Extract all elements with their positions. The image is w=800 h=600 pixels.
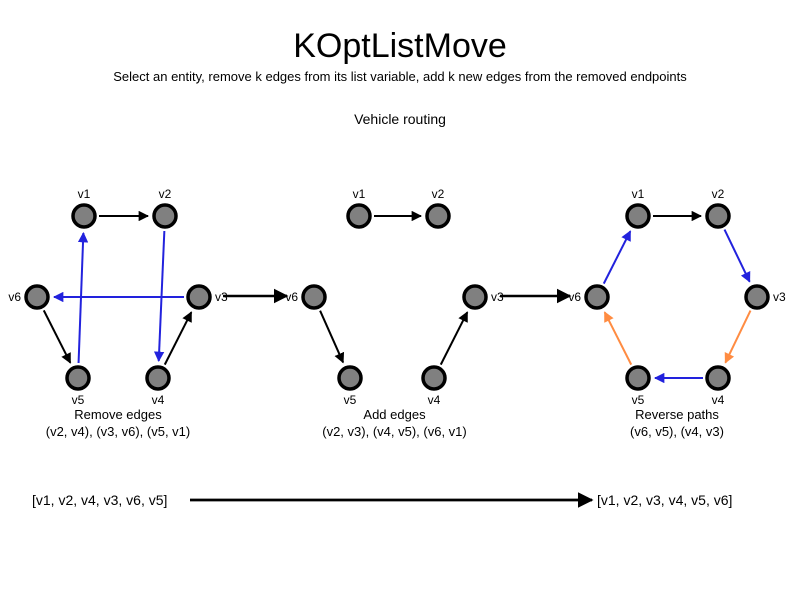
node-remove-v4[interactable]: v4 [145, 365, 171, 407]
page-subtitle: Select an entity, remove k edges from it… [113, 69, 687, 84]
node-circle-v5[interactable] [625, 365, 651, 391]
node-remove-v6[interactable]: v6 [8, 284, 50, 310]
node-label-add-v3: v3 [491, 290, 504, 304]
node-circle-v3[interactable] [462, 284, 488, 310]
node-label-remove-v6: v6 [8, 290, 21, 304]
footer-before-list: [v1, v2, v4, v3, v6, v5] [32, 492, 167, 508]
node-remove-v2[interactable]: v2 [152, 187, 178, 229]
node-label-reverse-v3: v3 [773, 290, 786, 304]
node-reverse-v6[interactable]: v6 [568, 284, 610, 310]
node-add-v5[interactable]: v5 [337, 365, 363, 407]
node-circle-v1[interactable] [71, 203, 97, 229]
node-add-v2[interactable]: v2 [425, 187, 451, 229]
node-label-remove-v2: v2 [159, 187, 172, 201]
node-label-reverse-v4: v4 [712, 393, 725, 407]
edge-reverse-v2-v3 [723, 229, 751, 283]
node-label-add-v4: v4 [428, 393, 441, 407]
caption-detail-reverse: (v6, v5), (v4, v3) [630, 424, 724, 439]
node-reverse-v3[interactable]: v3 [744, 284, 786, 310]
node-add-v3[interactable]: v3 [462, 284, 504, 310]
node-label-reverse-v5: v5 [632, 393, 645, 407]
node-reverse-v2[interactable]: v2 [705, 187, 731, 229]
caption-title-remove: Remove edges [74, 407, 162, 422]
node-label-remove-v5: v5 [72, 393, 85, 407]
edge-reverse-v3-v4 [724, 310, 752, 364]
section-label: Vehicle routing [354, 111, 446, 127]
caption-title-reverse: Reverse paths [635, 407, 719, 422]
node-circle-v4[interactable] [705, 365, 731, 391]
edge-add-v6-v5 [319, 310, 345, 364]
edge-remove-v4-v3 [163, 311, 193, 366]
caption-detail-remove: (v2, v4), (v3, v6), (v5, v1) [46, 424, 190, 439]
footer-layer: [v1, v2, v4, v3, v6, v5] [v1, v2, v3, v4,… [32, 492, 732, 508]
node-circle-v6[interactable] [301, 284, 327, 310]
node-remove-v1[interactable]: v1 [71, 187, 97, 229]
node-remove-v5[interactable]: v5 [65, 365, 91, 407]
node-reverse-v5[interactable]: v5 [625, 365, 651, 407]
node-label-remove-v3: v3 [215, 290, 228, 304]
node-circle-v4[interactable] [421, 365, 447, 391]
node-label-remove-v1: v1 [78, 187, 91, 201]
edge-remove-v6-v5 [42, 309, 72, 364]
node-circle-v6[interactable] [584, 284, 610, 310]
node-circle-v2[interactable] [152, 203, 178, 229]
node-circle-v1[interactable] [625, 203, 651, 229]
node-remove-v3[interactable]: v3 [186, 284, 228, 310]
footer-after-list: [v1, v2, v3, v4, v5, v6] [597, 492, 732, 508]
node-circle-v5[interactable] [65, 365, 91, 391]
node-label-add-v5: v5 [344, 393, 357, 407]
edges-layer [42, 210, 752, 384]
edge-reverse-v6-v1 [602, 230, 632, 285]
node-add-v6[interactable]: v6 [285, 284, 327, 310]
node-add-v1[interactable]: v1 [346, 187, 372, 229]
node-label-add-v1: v1 [353, 187, 366, 201]
node-label-reverse-v1: v1 [632, 187, 645, 201]
node-circle-v1[interactable] [346, 203, 372, 229]
node-label-add-v6: v6 [285, 290, 298, 304]
node-label-remove-v4: v4 [152, 393, 165, 407]
node-circle-v3[interactable] [744, 284, 770, 310]
node-circle-v2[interactable] [425, 203, 451, 229]
node-circle-v2[interactable] [705, 203, 731, 229]
node-add-v4[interactable]: v4 [421, 365, 447, 407]
caption-title-add: Add edges [363, 407, 426, 422]
node-circle-v5[interactable] [337, 365, 363, 391]
edge-add-v4-v3 [439, 311, 469, 366]
node-label-reverse-v2: v2 [712, 187, 725, 201]
node-label-reverse-v6: v6 [568, 290, 581, 304]
node-reverse-v4[interactable]: v4 [705, 365, 731, 407]
nodes-layer: v1 v2 v3 v4 v5 v6 v1 v2 v3 v4 v5 v6 v1 v2 v3 v4 v5 v6 [8, 187, 786, 407]
node-reverse-v1[interactable]: v1 [625, 187, 651, 229]
caption-detail-add: (v2, v3), (v4, v5), (v6, v1) [322, 424, 466, 439]
node-circle-v6[interactable] [24, 284, 50, 310]
node-label-add-v2: v2 [432, 187, 445, 201]
edge-reverse-v5-v6 [603, 311, 633, 366]
node-circle-v3[interactable] [186, 284, 212, 310]
page-title: KOptListMove [293, 27, 507, 65]
node-circle-v4[interactable] [145, 365, 171, 391]
captions-layer: Remove edges (v2, v4), (v3, v6), (v5, v1)… [46, 407, 724, 439]
